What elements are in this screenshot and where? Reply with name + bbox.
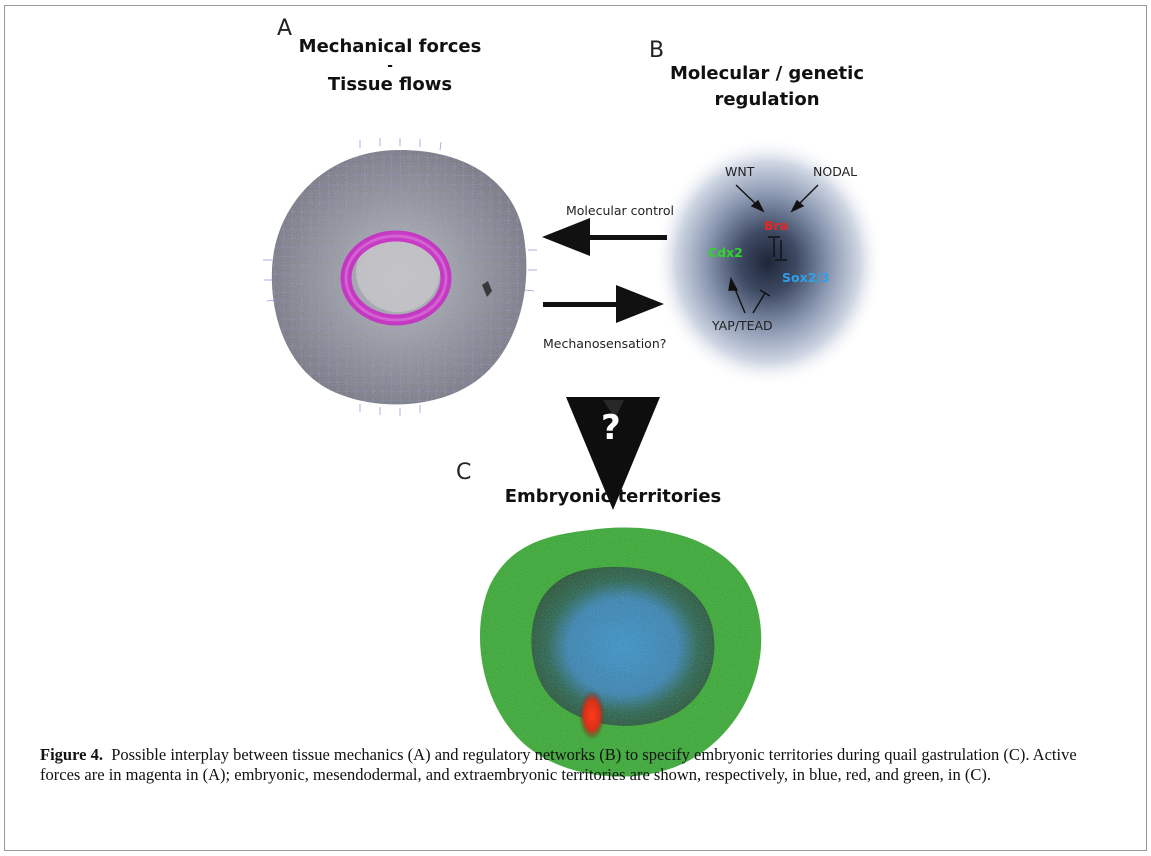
panel-a-title: Mechanical forces - Tissue flows	[290, 34, 490, 98]
panel-a-title-line3: Tissue flows	[327, 74, 453, 95]
node-cdx2: Cdx2	[708, 245, 743, 260]
embryonic-territories-embryo	[480, 527, 762, 777]
node-sox: Sox2/3	[782, 270, 830, 285]
mechanosensation-label: Mechanosensation?	[543, 336, 667, 351]
panel-b-title: Molecular / genetic regulation	[662, 61, 872, 113]
node-bra: Bra	[764, 218, 789, 233]
regulation-arrows	[728, 184, 819, 314]
question-triangle	[566, 397, 660, 510]
molecular-control-label: Molecular control	[566, 203, 674, 218]
panel-c-letter: C	[456, 460, 472, 485]
node-yap-tead: YAP/TEAD	[712, 318, 773, 333]
question-mark: ?	[601, 408, 621, 448]
panel-a-letter: A	[277, 16, 293, 41]
regulation-network-background	[653, 137, 883, 387]
panel-b-letter: B	[649, 38, 665, 63]
caption-label: Figure 4.	[40, 745, 103, 764]
node-nodal: NODAL	[813, 164, 858, 179]
panel-b-title-line1: Molecular / genetic	[669, 63, 864, 84]
panel-b-title-line2: regulation	[714, 89, 820, 110]
figure-caption: Figure 4. Possible interplay between tis…	[40, 745, 1120, 785]
panel-a-title-line1: Mechanical forces	[298, 36, 482, 57]
molecular-control-arrow	[542, 218, 667, 256]
panel-c-title: Embryonic territories	[504, 486, 722, 507]
figure-frame	[4, 5, 1147, 851]
tissue-flow-embryo	[263, 138, 537, 416]
mesendodermal-territory	[579, 690, 605, 740]
caption-text: Possible interplay between tissue mechan…	[40, 745, 1077, 784]
node-wnt: WNT	[725, 164, 755, 179]
panel-a-title-line2: -	[387, 58, 393, 74]
mechanosensation-arrow	[543, 285, 664, 323]
